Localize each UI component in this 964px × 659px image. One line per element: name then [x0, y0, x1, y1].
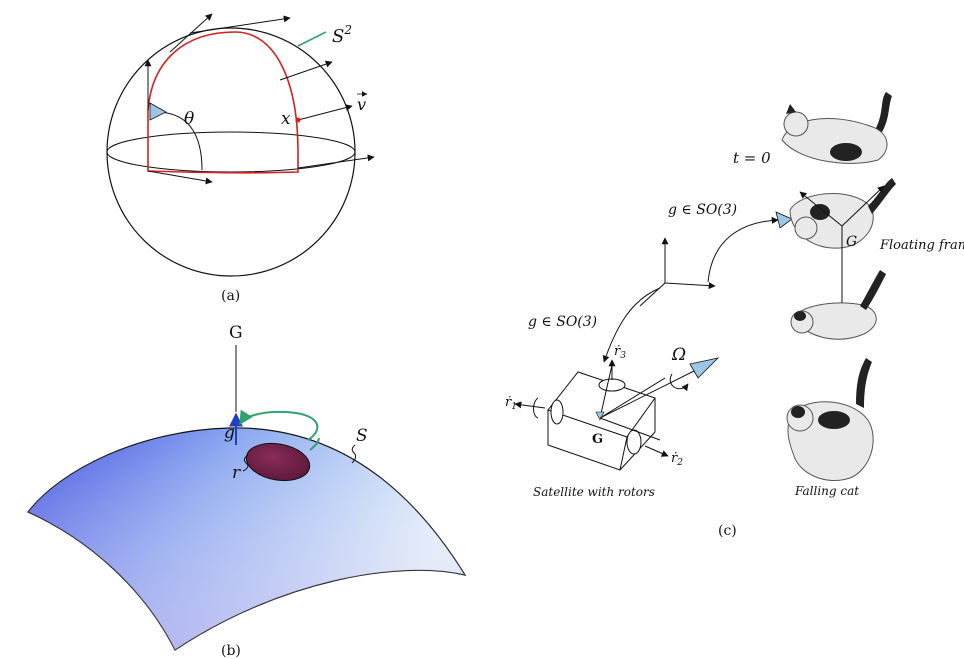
- sat-axis: [599, 417, 661, 441]
- cat-frame-axis: [799, 191, 843, 227]
- sphere-outline: [106, 27, 356, 277]
- sphere-legend-line: [297, 31, 327, 47]
- surface-shade: [28, 427, 465, 650]
- cat-caption: Falling cat: [794, 484, 859, 498]
- g-label: g: [224, 423, 235, 443]
- tangent-vector: [147, 170, 213, 185]
- cat-patch: [794, 311, 806, 321]
- satellite-caption: Satellite with rotors: [533, 485, 655, 499]
- arc-to-cat: [707, 216, 779, 283]
- omega-label: Ω: [671, 345, 686, 365]
- S-label: S: [356, 426, 368, 446]
- cat-tail: [860, 270, 886, 310]
- r2-arrow: [644, 445, 669, 457]
- G-sat-label: G: [592, 432, 603, 447]
- cat-frame-axis: [841, 185, 885, 227]
- sat-axis: [599, 377, 666, 419]
- floating-marker-icon: [775, 211, 793, 229]
- cat-frame-3: [790, 270, 886, 340]
- arc-to-satellite: [602, 287, 661, 363]
- panel-b: G g r S (b): [27, 323, 467, 659]
- g-so3-top-label: g ∈ SO(3): [668, 202, 737, 218]
- panel-c: g ∈ SO(3) g ∈ SO(3) t = 0 ṙ1: [505, 92, 964, 539]
- r1-label: ṙ1: [505, 395, 517, 412]
- cat-frame-2: [789, 178, 896, 249]
- r1-arrow: [514, 401, 546, 409]
- cat-body: [791, 302, 877, 340]
- caption-b: (b): [221, 643, 241, 659]
- G-label: G: [229, 323, 243, 343]
- s-pointer: [351, 444, 357, 464]
- r2-label: ṙ2: [671, 451, 683, 468]
- sat-axis: [599, 364, 613, 419]
- cat-frame-4: [786, 358, 874, 482]
- angle-marker-icon: [149, 102, 167, 121]
- cat-head: [783, 111, 809, 137]
- point-x: [295, 117, 301, 123]
- vector-v: [297, 104, 353, 121]
- r-label: r: [232, 463, 241, 483]
- rotation-arrow-tail: [309, 437, 320, 451]
- sat-axis-marker-icon: [595, 411, 605, 421]
- rotation-arrow: [239, 409, 319, 441]
- x-label: x: [281, 109, 291, 129]
- floating-frame-label: Floating frame: [879, 238, 964, 253]
- caption-a: (a): [221, 288, 240, 304]
- cat-head: [794, 216, 818, 240]
- t0-label: t = 0: [733, 149, 771, 167]
- red-geodesic-path: [147, 31, 299, 174]
- tangent-vector: [279, 60, 333, 81]
- r-pointer: [242, 454, 249, 472]
- satellite: ṙ1 ṙ2 ṙ3 Ω G: [505, 344, 720, 471]
- rotor-3: [598, 378, 626, 392]
- cat-ear: [786, 104, 796, 114]
- tangent-vector: [297, 154, 375, 169]
- sphere-label: S2: [332, 23, 352, 47]
- cat-patch: [810, 204, 830, 220]
- r3-label: ṙ3: [614, 344, 626, 361]
- omega-arrowhead-icon: [689, 357, 720, 379]
- omega-rotation: [669, 373, 689, 392]
- cat-frame-1: [781, 92, 892, 164]
- frame-axis: [664, 282, 716, 290]
- G-frame-label: G: [846, 234, 857, 250]
- panel-a: S2 θ x v (a): [106, 13, 375, 304]
- rotor-2: [626, 429, 642, 455]
- cat-tail: [876, 92, 892, 132]
- cat-tail: [868, 178, 896, 214]
- theta-label: θ: [184, 109, 194, 129]
- cat-patch: [830, 143, 862, 161]
- v-label: v: [357, 95, 366, 114]
- sphere-equator: [106, 131, 356, 173]
- frame-axis: [639, 282, 666, 307]
- cat-tail: [856, 358, 872, 408]
- tangent-vector: [189, 15, 291, 34]
- r1-spin: [533, 397, 539, 419]
- cat-patch: [818, 411, 850, 429]
- theta-angle-arc: [155, 111, 203, 171]
- rotor-1: [550, 399, 564, 425]
- omega-arrow: [599, 361, 713, 419]
- g-so3-left-label: g ∈ SO(3): [528, 314, 597, 330]
- caption-c: (c): [718, 523, 737, 539]
- cat-patch: [791, 406, 805, 418]
